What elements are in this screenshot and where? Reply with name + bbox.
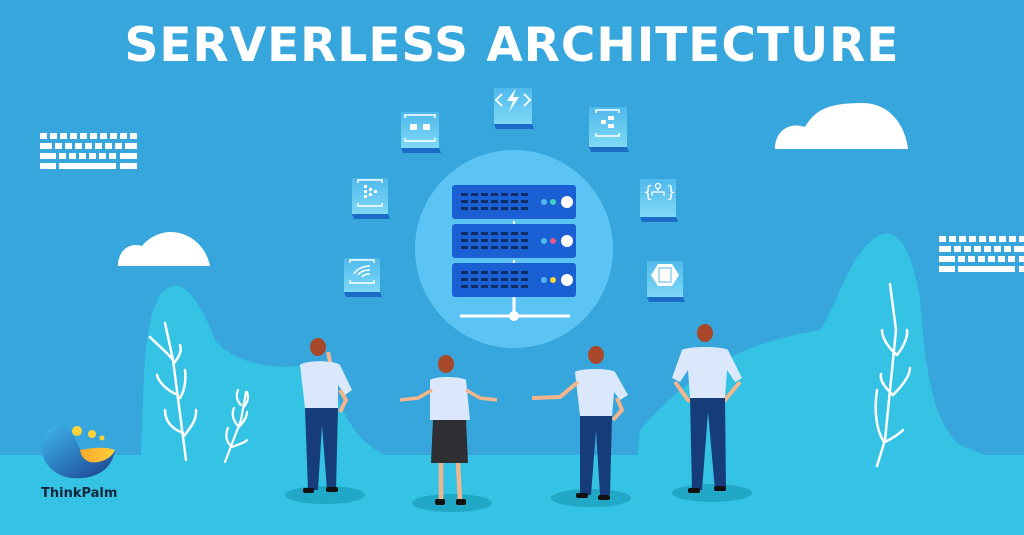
plant-left-icon [148, 321, 198, 462]
logic-apps-icon: { } [640, 179, 678, 222]
function-lightning-icon [494, 88, 534, 129]
server-rack-icon [452, 185, 576, 321]
person-man-pointing [531, 346, 628, 500]
person-man-hands-on-hips [672, 324, 742, 493]
cognitive-services-icon [401, 112, 441, 153]
cloud-right-icon [775, 103, 908, 149]
brand-name: ThinkPalm [41, 486, 118, 501]
shadow [412, 494, 492, 512]
thinkpalm-logo-icon [41, 425, 115, 479]
shadow [672, 484, 752, 502]
event-grid-icon [589, 107, 629, 152]
cloud-left-icon [118, 232, 210, 266]
shadow [551, 489, 631, 507]
server-unit-3 [452, 263, 576, 297]
plant-left-small-icon [223, 388, 250, 464]
storage-hex-icon [647, 261, 685, 302]
api-connections-icon [344, 258, 382, 297]
shadow [285, 486, 365, 504]
page-title: SERVERLESS ARCHITECTURE [124, 18, 900, 73]
ground [0, 455, 1024, 535]
svg-text:}: } [666, 182, 676, 201]
server-unit-1 [452, 185, 576, 219]
svg-text:{: { [643, 182, 653, 201]
server-unit-2 [452, 224, 576, 258]
stream-analytics-icon [352, 178, 390, 219]
plant-right-icon [874, 282, 912, 468]
person-man-thinking [300, 338, 352, 493]
person-woman-shrugging [399, 355, 498, 505]
keyboard-left-icon [40, 133, 137, 169]
keyboard-right-icon [939, 236, 1024, 272]
